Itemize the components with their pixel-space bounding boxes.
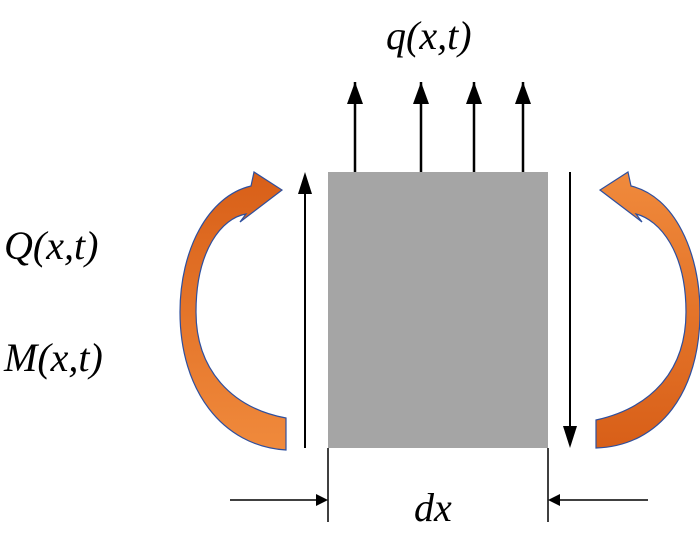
arrow-down-icon <box>563 426 577 448</box>
arrow-up-icon <box>298 172 312 194</box>
element-length-label: dx <box>414 485 452 530</box>
arrow-up-icon <box>466 82 482 104</box>
bending-moment-label: M(x,t) <box>4 335 103 380</box>
arrow-up-icon <box>413 82 429 104</box>
distributed-load-label: q(x,t) <box>386 13 472 58</box>
shear-force-label: Q(x,t) <box>4 223 99 268</box>
curved-arrow-clockwise-icon <box>179 171 287 451</box>
beam-element <box>328 172 548 448</box>
load-arrows <box>353 82 525 172</box>
arrow-up-icon <box>515 82 531 104</box>
arrow-up-icon <box>347 82 363 104</box>
curved-arrow-counterclockwise-icon <box>595 171 700 449</box>
